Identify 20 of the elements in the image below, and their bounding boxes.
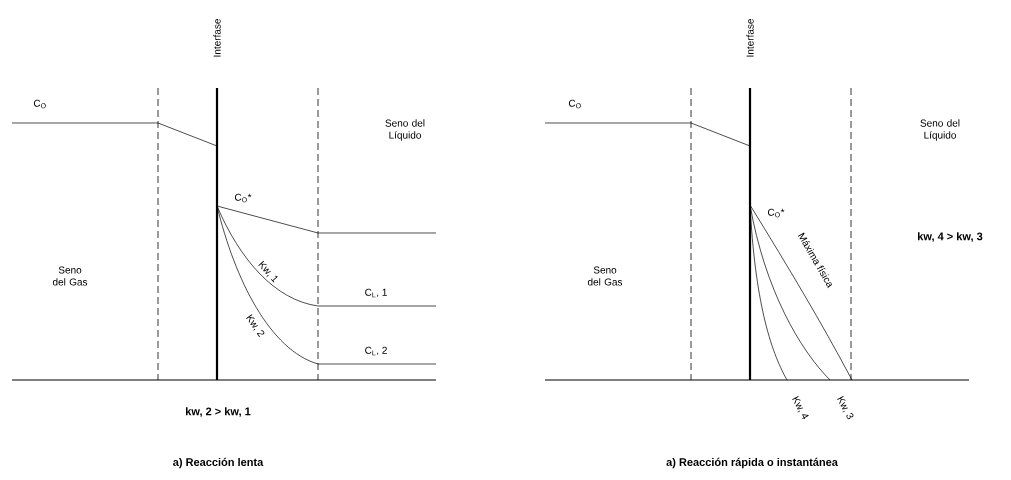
concentration-label: C$_{O}$ (568, 99, 581, 109)
region-label: Seno del Gas (587, 266, 623, 286)
concentration-label: C$_{O}$* (768, 208, 785, 218)
interface-label: Interfase (746, 19, 754, 57)
concentration-label: C$_{L}$, 2 (365, 346, 387, 356)
concentration-label: C$_{O}$ (33, 99, 46, 109)
caption: a) Reacción lenta (173, 457, 264, 469)
curve-label: Kw, 4 (792, 396, 809, 420)
region-label: Seno del Líquido (920, 119, 960, 141)
curve-label: Kw, 2 (246, 314, 265, 338)
concentration-label: C$_{L}$, 1 (365, 288, 387, 298)
curve-label: Kw, 3 (837, 396, 854, 420)
region-label: Seno del Líquido (385, 119, 425, 141)
comparison-label: kw, 2 > kw, 1 (186, 407, 251, 417)
caption: a) Reacción rápida o instantánea (666, 457, 838, 469)
comparison-label: kw, 4 > kw, 3 (918, 232, 983, 242)
curve-label: Kw, 1 (258, 260, 278, 283)
interface-label: Interfase (213, 19, 221, 57)
region-label: Seno del Gas (52, 266, 88, 286)
concentration-label: C$_{O}$* (235, 193, 252, 203)
